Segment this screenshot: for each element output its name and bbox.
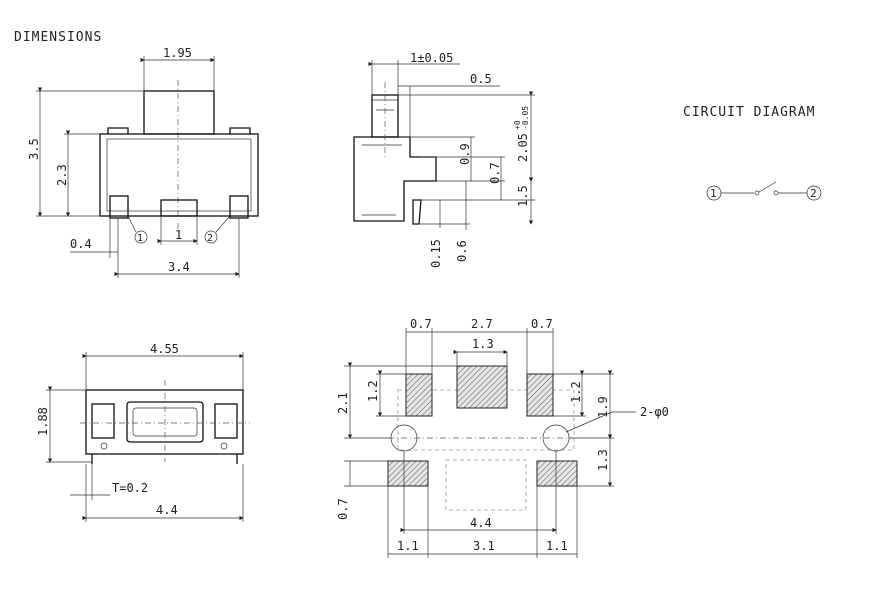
dimensions-title: DIMENSIONS (14, 30, 102, 45)
dim-lower-h: 1.3 (596, 449, 610, 471)
dim-thickness: T=0.2 (112, 481, 148, 495)
pin-1-marker (134, 230, 148, 244)
pad-bottom-right (536, 460, 578, 487)
dim-height-tol-plus: +0 (513, 120, 522, 130)
dim-bot-right: 1.1 (546, 539, 568, 553)
dim-actuator: 1±0.05 (410, 51, 453, 65)
pad-center (456, 365, 508, 409)
dim-bot-mid: 3.1 (473, 539, 495, 553)
dim-left-h: 2.1 (336, 392, 350, 414)
dim-holes: 2-φ0 (640, 405, 669, 419)
dim-body-height: 2.3 (55, 164, 69, 186)
dim-top-view-width: 4.55 (150, 342, 179, 356)
dim-height: 2.05 (516, 133, 530, 162)
dim-pin-offset: 0.4 (70, 237, 92, 251)
switch-contact (758, 181, 777, 193)
side-view: 1±0.05 0.5 0.9 0.7 2.05 +0 -0.05 1.5 0.1… (353, 51, 535, 268)
dim-d1: 0.9 (458, 143, 472, 165)
circuit-pin-2-label: 2 (810, 187, 817, 200)
dim-left-pad-h: 1.2 (366, 380, 380, 402)
dim-d2: 0.7 (488, 162, 502, 184)
circuit-diagram: 1 2 (706, 181, 822, 201)
dim-bot-left: 1.1 (397, 539, 419, 553)
dim-top-left: 0.7 (410, 317, 432, 331)
dim-right-pad-h: 1.2 (569, 381, 583, 403)
dim-offset: 0.5 (470, 72, 492, 86)
dim-center-pad: 1.3 (472, 337, 494, 351)
dim-lead1: 0.15 (429, 239, 443, 268)
circuit-diagram-title: CIRCUIT DIAGRAM (683, 105, 815, 120)
dim-top-view-height: 1.88 (36, 407, 50, 436)
dim-top-width: 1.95 (163, 46, 192, 60)
dim-base: 1.5 (516, 185, 530, 207)
pin-2-marker (204, 230, 218, 244)
pad-bottom-left (387, 460, 429, 487)
dim-height-tol-minus: -0.05 (521, 106, 530, 130)
pcb-layout: 2-φ0 0.7 2.7 0.7 1.3 2.1 1.2 0.7 1.2 (336, 317, 669, 558)
dim-total-height: 3.5 (27, 138, 41, 160)
dim-total-width: 3.4 (168, 260, 190, 274)
pad-top-left (405, 373, 433, 417)
dim-lead-span: 4.4 (156, 503, 178, 517)
top-body (85, 389, 244, 455)
dim-hole-span: 4.4 (470, 516, 492, 530)
dim-top-mid: 2.7 (471, 317, 493, 331)
dim-pin-gap: 1 (175, 228, 182, 242)
pad-top-right (526, 373, 554, 417)
front-body (99, 133, 259, 217)
pin-1-label: 1 (137, 233, 143, 244)
dim-bottom-pad-h: 0.7 (336, 498, 350, 520)
circuit-pin-2 (806, 185, 822, 201)
top-view: 4.55 1.88 T=0.2 4.4 (36, 342, 250, 522)
dim-top-right: 0.7 (531, 317, 553, 331)
front-actuator (143, 90, 215, 135)
dim-lead2: 0.6 (455, 240, 469, 262)
dim-right-h: 1.9 (596, 396, 610, 418)
circuit-pin-1-label: 1 (710, 187, 717, 200)
side-body (353, 136, 437, 222)
pin-2-label: 2 (207, 233, 213, 244)
front-view: 1 2 1.95 3.5 2.3 0.4 1 3.4 (27, 46, 259, 278)
